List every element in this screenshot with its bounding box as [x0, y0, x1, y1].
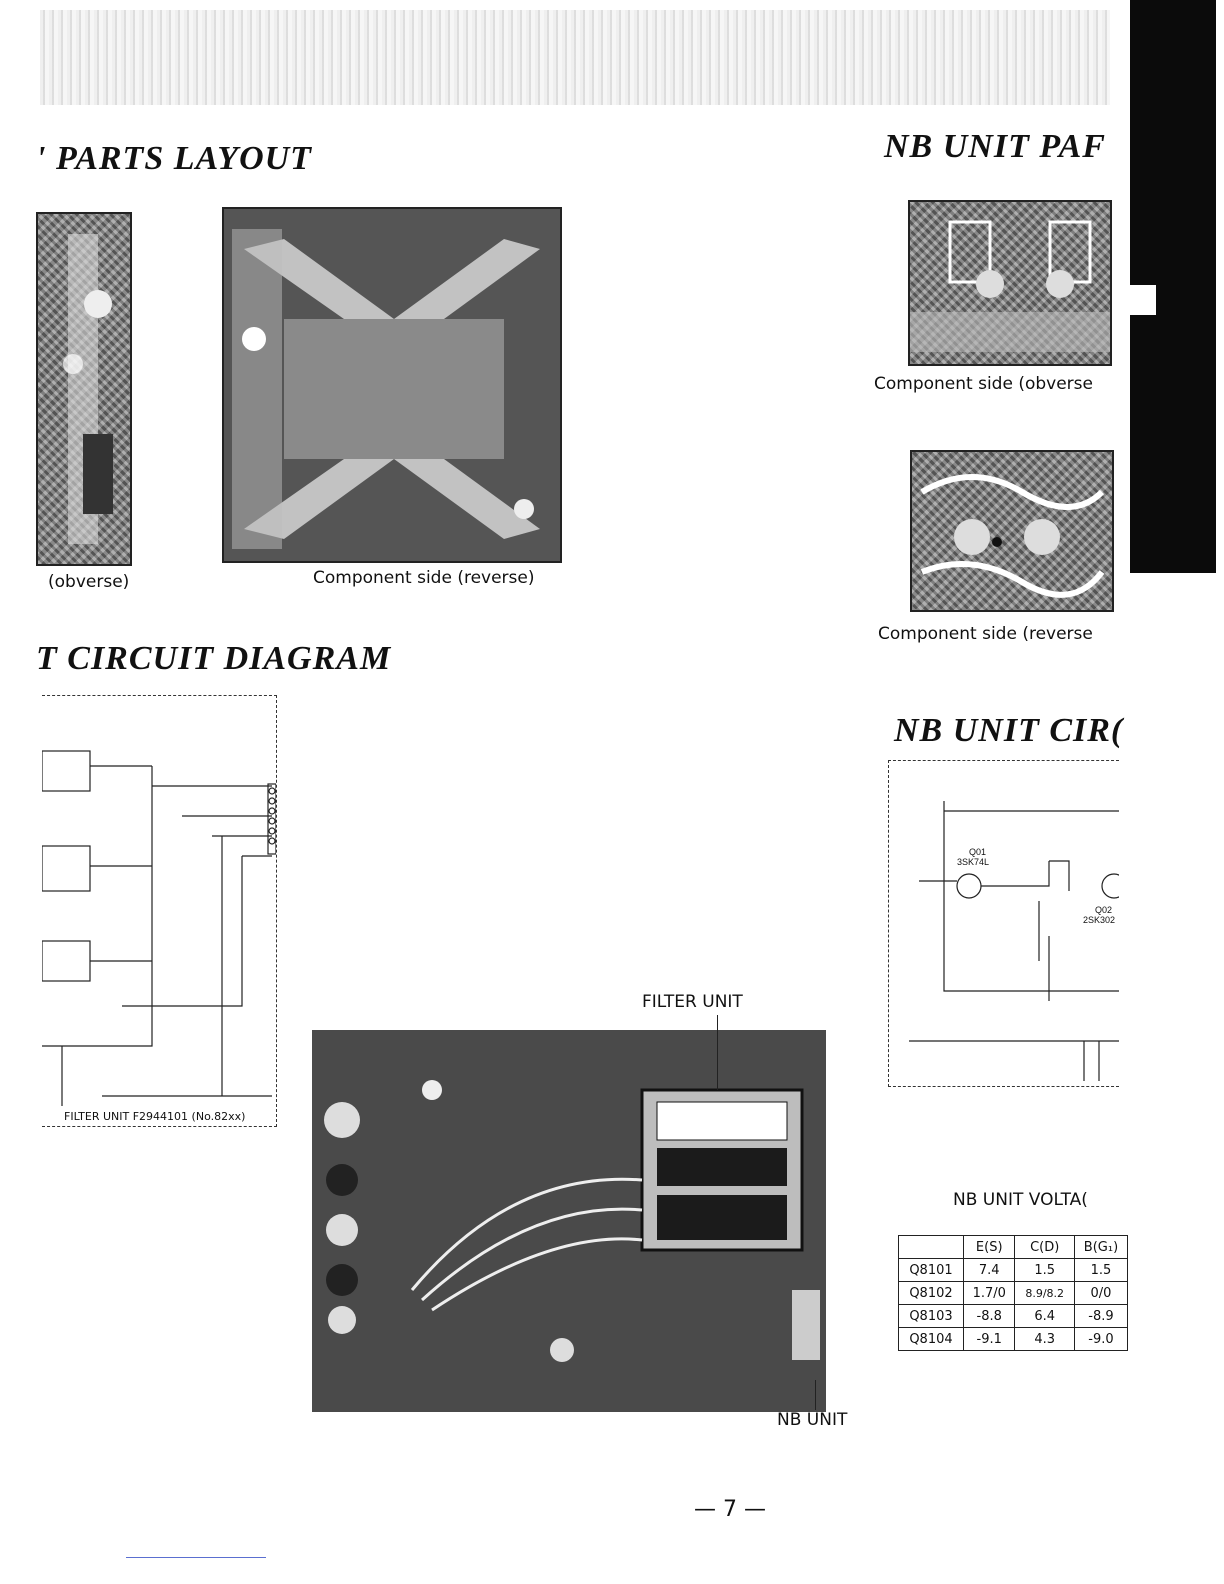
table-header-cell: B(G₁) [1073, 1235, 1129, 1259]
nb-q01-part: 3SK74L [957, 857, 990, 867]
table-cell: Q8104 [898, 1327, 964, 1351]
nb-pcb-photo-reverse [910, 450, 1114, 612]
table-header-cell: C(D) [1014, 1235, 1075, 1259]
table-cell: -9.0 [1073, 1327, 1129, 1351]
schematic-drawing [41, 750, 277, 1106]
page-number: — 7 — [694, 1497, 766, 1522]
voltage-table-title: NB UNIT VOLTA( [953, 1190, 1088, 1210]
table-cell: -8.8 [962, 1304, 1016, 1328]
table-cell: Q8101 [898, 1258, 964, 1282]
table-row: Q8102 1.7/0 8.9/8.2 0/0 [898, 1281, 1129, 1305]
filter-unit-schematic [41, 695, 277, 1127]
table-cell: 4.3 [1014, 1327, 1075, 1351]
binding-edge-bar [1130, 315, 1158, 573]
nb-q02-part: 2SK302 [1083, 915, 1116, 925]
nb-unit-callout: NB UNIT [777, 1410, 848, 1430]
filter-unit-callout: FILTER UNIT [642, 992, 743, 1012]
nb-q02-label: Q02 [1095, 905, 1113, 915]
binding-edge-bar [1130, 0, 1158, 285]
bottom-rule [126, 1557, 266, 1558]
table-cell: 8.9/8.2 [1014, 1281, 1075, 1305]
table-cell: Q8103 [898, 1304, 964, 1328]
table-header-cell [898, 1235, 964, 1259]
table-cell: 1.7/0 [962, 1281, 1016, 1305]
schematic-drawing [909, 801, 1127, 1081]
table-cell: 6.4 [1014, 1304, 1075, 1328]
table-cell: Q8102 [898, 1281, 964, 1305]
scan-artifact-strip [40, 10, 1110, 105]
pcb-trace-art [920, 474, 1105, 598]
table-cell: 0/0 [1073, 1281, 1129, 1305]
binding-edge-bar [1156, 0, 1216, 573]
table-cell: -9.1 [962, 1327, 1016, 1351]
pcb-trace-art [224, 209, 560, 561]
schematic-footer: FILTER UNIT F2944101 (No.82xx) [64, 1110, 246, 1123]
table-cell: 1.5 [1073, 1258, 1129, 1282]
nb-pcb-photo-obverse [908, 200, 1112, 366]
nb-circuit-heading: NB UNIT CIR( [894, 712, 1124, 749]
pcb-photo-obverse [36, 212, 132, 566]
table-cell: 1.5 [1014, 1258, 1075, 1282]
voltage-table: E(S) C(D) B(G₁) Q8101 7.4 1.5 1.5 Q8102 … [898, 1235, 1129, 1351]
table-row: Q8104 -9.1 4.3 -9.0 [898, 1327, 1129, 1351]
table-row: Q8103 -8.8 6.4 -8.9 [898, 1304, 1129, 1328]
pcb-trace-art [312, 1030, 826, 1412]
parts-layout-heading: ' PARTS LAYOUT [36, 140, 312, 177]
filter-unit-leader-line [717, 1015, 718, 1090]
nb-q01-label: Q01 [969, 847, 987, 857]
caption-nb-reverse: Component side (reverse [878, 624, 1093, 644]
circuit-diagram-heading: T CIRCUIT DIAGRAM [36, 640, 392, 677]
table-cell: 7.4 [962, 1258, 1016, 1282]
table-row: Q8101 7.4 1.5 1.5 [898, 1258, 1129, 1282]
caption-nb-obverse: Component side (obverse [874, 374, 1093, 394]
table-cell: -8.9 [1073, 1304, 1129, 1328]
caption-left-obverse: (obverse) [48, 572, 130, 592]
pcb-photo-reverse [222, 207, 562, 563]
table-header-cell: E(S) [962, 1235, 1016, 1259]
nb-parts-heading: NB UNIT PAF [884, 128, 1106, 165]
table-header-row: E(S) C(D) B(G₁) [898, 1235, 1129, 1259]
pcb-trace-art [910, 220, 1110, 352]
caption-left-reverse: Component side (reverse) [313, 568, 535, 588]
nb-unit-schematic: Q01 3SK74L Q02 2SK302 [888, 760, 1127, 1087]
main-board-photo [312, 1030, 826, 1412]
nb-unit-leader-line [815, 1380, 816, 1410]
pcb-trace-art [63, 234, 113, 544]
